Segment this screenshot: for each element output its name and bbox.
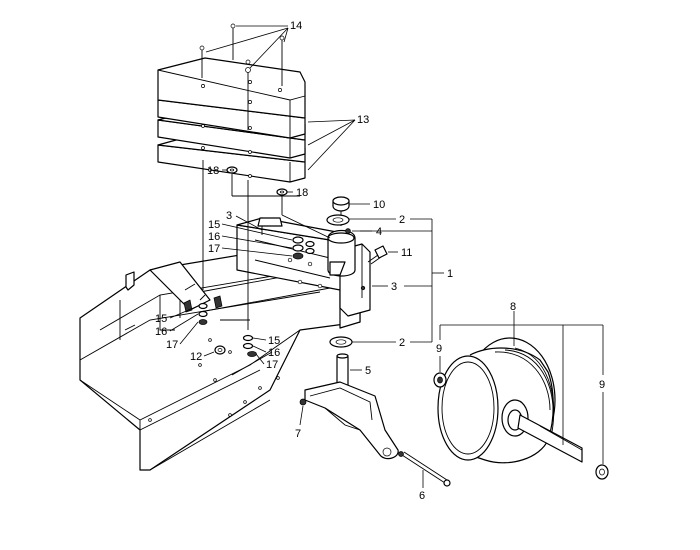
callout-15-upper: 15 xyxy=(208,219,220,231)
grease-fitting-4 xyxy=(345,228,351,234)
callout-3-top: 3 xyxy=(226,210,232,222)
bearing-2-lower xyxy=(329,336,353,348)
callout-16-upper: 16 xyxy=(208,231,220,243)
callout-2-lower: 2 xyxy=(399,337,405,349)
callout-2-upper: 2 xyxy=(399,214,405,226)
hardware-stack-upper xyxy=(292,236,315,260)
callout-14: 14 xyxy=(290,20,302,32)
nut-12 xyxy=(214,345,226,355)
bearing-2-upper xyxy=(326,214,350,226)
caster-fork xyxy=(304,353,399,460)
callout-15-lower: 15 xyxy=(268,335,280,347)
callout-15-left: 15 xyxy=(155,313,167,325)
caster-pivot-housing xyxy=(327,229,356,277)
callout-16-left: 16 xyxy=(155,326,167,338)
callout-6: 6 xyxy=(419,490,425,502)
callout-7: 7 xyxy=(295,428,301,440)
assembly-lines xyxy=(202,160,342,330)
callout-1: 1 xyxy=(447,268,453,280)
callout-9-left: 9 xyxy=(436,343,442,355)
callout-17-left: 17 xyxy=(166,339,178,351)
spacer-9-left xyxy=(433,372,447,388)
callout-16-lower: 16 xyxy=(268,347,280,359)
callout-18-right: 18 xyxy=(296,187,308,199)
callout-17-upper: 17 xyxy=(208,243,220,255)
callout-11: 11 xyxy=(401,247,412,259)
callout-labels: 14 13 18 18 10 2 3 4 15 16 17 11 1 3 15 … xyxy=(155,20,605,502)
deck-frame xyxy=(79,239,361,471)
nut-7 xyxy=(299,398,307,406)
bolt-11 xyxy=(367,245,388,265)
leader-lines xyxy=(169,25,604,488)
caster-wheel xyxy=(437,337,583,464)
callout-4: 4 xyxy=(376,226,382,238)
bearing-cap-10 xyxy=(332,196,350,212)
callout-5: 5 xyxy=(365,365,371,377)
front-bracket xyxy=(149,261,223,313)
hardware-stack-left xyxy=(198,302,208,325)
hook-left xyxy=(125,271,135,291)
callout-8: 8 xyxy=(510,301,516,313)
callout-9-right: 9 xyxy=(599,379,605,391)
callout-10: 10 xyxy=(373,199,385,211)
callout-13: 13 xyxy=(357,114,369,126)
callout-3-right: 3 xyxy=(391,281,397,293)
hardware-stack-lower xyxy=(242,334,257,357)
weight-stack xyxy=(157,57,306,183)
callout-17-lower: 17 xyxy=(266,359,278,371)
callout-12: 12 xyxy=(190,351,202,363)
spacer-9-right xyxy=(595,464,609,480)
axle-bolt-6 xyxy=(398,451,451,487)
callout-18-left: 18 xyxy=(207,165,219,177)
